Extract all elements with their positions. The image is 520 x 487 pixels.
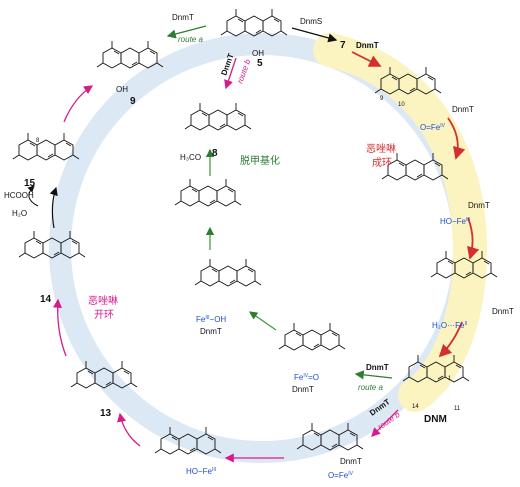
arrow-route-b-bottom — [371, 409, 399, 437]
label-hcooh: HCOOH — [4, 191, 34, 200]
arrow-red-2 — [447, 117, 466, 160]
arrow-left-3 — [63, 85, 94, 123]
label-fe-iii-3: HO−FeIII — [186, 467, 216, 476]
label-dnmt-mid1: DnmT — [292, 385, 314, 394]
arrow-dnms — [291, 27, 338, 43]
atom-n8: 8 — [36, 138, 40, 144]
label-h2o: H₂O — [12, 209, 27, 218]
atom-oh-5: OH — [252, 49, 264, 58]
label-route-a-bottom: route a — [358, 383, 383, 392]
molecule-center-b — [194, 258, 262, 287]
label-fe-iv-1: O=FeIV — [420, 123, 446, 132]
annot-ring-form-1: 恶唑啉 — [366, 142, 396, 155]
arrow-center-1 — [249, 311, 277, 331]
molecule-5 — [220, 8, 288, 37]
arrow-route-a-top — [166, 25, 207, 39]
label-route-b-top: route b — [235, 58, 252, 85]
label-dnms: DnmS — [300, 17, 322, 26]
label-7: 7 — [340, 40, 346, 51]
annot-ring-open-1: 恶唑啉 — [88, 294, 118, 307]
arrow-red-3 — [467, 217, 480, 260]
annot-ring-open-2: 开环 — [94, 310, 114, 321]
molecule-8 — [184, 102, 252, 131]
arrow-bottom-2 — [117, 412, 141, 447]
label-9: 9 — [130, 96, 136, 107]
atom-n10: 10 — [398, 102, 405, 108]
label-fe-iii-2: FeIII−OH — [196, 315, 226, 324]
atom-n1: 1 — [448, 376, 452, 382]
label-fe-iv-2: FeIV=O — [294, 373, 319, 382]
arrow-hcooh — [27, 185, 39, 207]
label-fe-iii-1: HO−FeIII — [440, 217, 470, 226]
label-h3co: H₃CO — [180, 153, 201, 162]
arrow-route-a-bottom — [354, 370, 393, 380]
annot-ring-form-2: 成环 — [372, 157, 392, 169]
arrow-left-1 — [52, 298, 67, 357]
label-8: 8 — [212, 148, 218, 159]
atom-n14: 14 — [412, 404, 419, 410]
label-fe-iv-3: O=FeIV — [328, 471, 354, 480]
label-dnmt-fe3: DnmT — [492, 307, 514, 316]
atom-n9: 9 — [380, 96, 384, 102]
label-fe-ii-1: H₂O···FeII — [432, 321, 467, 330]
label-dnmt-route-a: DnmT — [366, 363, 389, 372]
label-13: 13 — [100, 408, 112, 419]
label-dnmt-fe2: DnmT — [468, 201, 490, 210]
annot-demethyl: 脱甲基化 — [240, 154, 280, 167]
label-route-a-top: route a — [178, 35, 203, 44]
label-dnmt-bottom: DnmT — [340, 457, 362, 466]
molecule-center-a — [174, 178, 242, 207]
arrow-route-b-top — [224, 57, 237, 90]
atom-oh-9: OH — [116, 85, 128, 94]
label-dnmt-mid2: DnmT — [200, 327, 222, 336]
label-14: 14 — [40, 294, 52, 305]
atom-n11: 11 — [454, 406, 461, 412]
arrow-red-1 — [351, 51, 382, 67]
label-dnmt-top: DnmT — [172, 13, 194, 22]
molecule-15 — [12, 132, 80, 161]
label-dnmt-fe1: DnmT — [452, 105, 474, 114]
arrow-red-4 — [438, 321, 463, 358]
label-5: 5 — [257, 58, 263, 69]
label-dnmt-7: DnmT — [356, 41, 379, 50]
molecule-center-c — [278, 322, 346, 351]
label-15: 15 — [24, 178, 36, 189]
arrow-left-2 — [49, 186, 58, 229]
label-dnm: DNM — [424, 414, 447, 425]
